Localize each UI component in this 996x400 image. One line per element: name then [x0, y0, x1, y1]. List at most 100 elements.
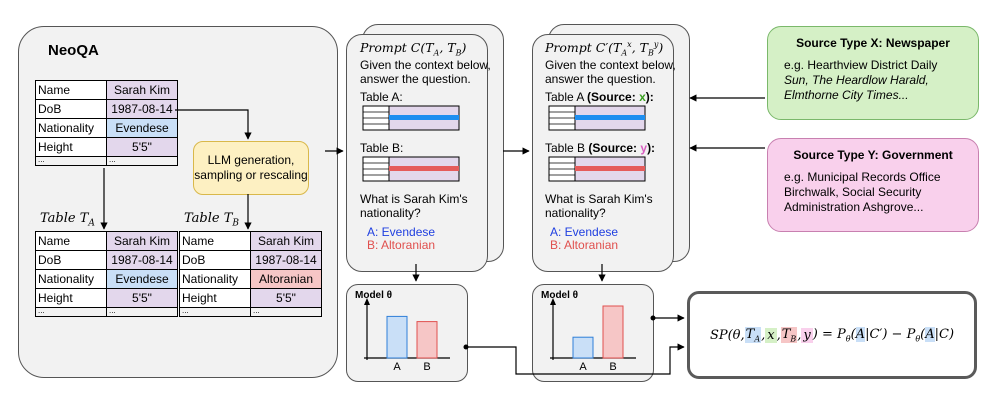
source-text: (Source:	[588, 141, 641, 155]
table-dots: ...	[250, 307, 322, 317]
formula-comma1: ,	[761, 327, 766, 343]
prompt-cp-question-l1: What is Sarah Kim's	[545, 192, 653, 206]
source-y-title: Source Type Y: Government	[793, 148, 953, 162]
table-key: DoB	[35, 99, 107, 119]
table-row: ......	[35, 307, 178, 317]
arrow-base-to-llm	[175, 109, 252, 140]
formula-ta: TA	[744, 326, 762, 344]
table-value: Sarah Kim	[106, 80, 178, 100]
prompt-c-card	[346, 34, 488, 272]
llm-box-label: LLM generation, sampling or rescaling	[194, 153, 308, 182]
prompt-cp-table-b-label: Table B (Source: y):	[545, 141, 655, 155]
table-key: Height	[179, 288, 251, 308]
prompt-c-mini-table-b	[362, 156, 460, 182]
prompt-c-question-l1: What is Sarah Kim's	[360, 192, 468, 206]
prompt-c-table-b-label: Table B:	[360, 141, 404, 155]
table-value: Evendese	[106, 269, 178, 289]
source-x-line1: e.g. Hearthview District Daily	[784, 58, 938, 72]
prompt-c-option-a: A: Evendese	[367, 225, 436, 239]
table-key: Nationality	[179, 269, 251, 289]
table-dots: ...	[106, 307, 178, 317]
table-row: ......	[179, 307, 322, 317]
prompt-cp-question-l2: nationality?	[545, 206, 606, 220]
bar-a	[572, 336, 594, 359]
bar-label: B	[609, 361, 616, 373]
source-y-box: Source Type Y: Government e.g. Municipal…	[767, 138, 979, 232]
formula-box: SP(θ, TA, x, TB, y ) = Pθ(A|C′) − Pθ(A|C…	[687, 291, 977, 379]
prompt-c-table-a-label: Table A:	[360, 90, 403, 104]
source-end: ):	[645, 90, 654, 104]
formula-comma2: ,	[776, 327, 781, 343]
table-key: Nationality	[35, 269, 107, 289]
label-text: Table A	[545, 90, 588, 104]
prompt-c-question-l2: nationality?	[360, 206, 421, 220]
neoqa-title: NeoQA	[48, 42, 99, 59]
bar-a	[386, 315, 408, 359]
table-value: Sarah Kim	[250, 231, 322, 251]
source-x-box: Source Type X: Newspaper e.g. Hearthview…	[767, 26, 979, 120]
prompt-c-line2: answer the question.	[360, 72, 471, 86]
table-value: Altoranian	[250, 269, 322, 289]
formula-x: x	[765, 327, 777, 343]
source-var-y: y	[640, 141, 648, 155]
label-text: Table B	[545, 141, 589, 155]
bar-label: A	[579, 361, 587, 373]
llm-box: LLM generation, sampling or rescaling	[193, 141, 309, 195]
table-value: 1987-08-14	[106, 250, 178, 270]
prompt-cp-option-b: B: Altoranian	[550, 238, 619, 252]
bar-b	[602, 305, 624, 359]
source-end: ):	[647, 141, 656, 155]
table-key: Height	[35, 288, 107, 308]
prompt-c-mini-table-a	[362, 105, 460, 131]
table-b-label: Table TB	[184, 211, 240, 229]
source-x-line3: Elmthorne City Times...	[784, 88, 909, 102]
formula-y: y	[801, 327, 813, 343]
bar-label: A	[393, 361, 401, 373]
prompt-cp-line1: Given the context below,	[545, 58, 676, 72]
source-var-x: x	[639, 90, 646, 104]
arrow-model-1-to-formula	[466, 343, 685, 375]
model-2-title: Model θ	[541, 290, 579, 301]
formula-comma3: ,	[797, 327, 802, 343]
source-text: (Source:	[587, 90, 640, 104]
prompt-cp-mini-table-b	[548, 156, 646, 182]
formula-tb: TB	[780, 326, 798, 344]
table-key: Nationality	[35, 118, 107, 138]
prompt-c-title: Prompt C(TA, TB)	[360, 40, 467, 58]
prompt-c-option-b: B: Altoranian	[367, 238, 436, 252]
prompt-cp-table-a-label: Table A (Source: x):	[545, 90, 654, 104]
table-row: ......	[35, 156, 178, 166]
model-1-title: Model θ	[355, 290, 393, 301]
prompt-cp-line2: answer the question.	[545, 72, 656, 86]
table-dots: ...	[106, 156, 178, 166]
prompt-cp-mini-table-a	[548, 105, 646, 131]
table-a-label: Table TA	[40, 211, 95, 229]
table-key: Name	[179, 231, 251, 251]
source-x-line2: Sun, The Heardlow Harald,	[784, 73, 929, 87]
junction-dot	[463, 344, 469, 350]
source-y-line1: e.g. Municipal Records Office	[784, 170, 941, 184]
formula-rhs: ) = Pθ(A|C′) − Pθ(A|C)	[812, 326, 955, 344]
table-value: Evendese	[106, 118, 178, 138]
prompt-cp-card	[532, 34, 674, 272]
junction-dot	[650, 315, 656, 321]
bar-b	[416, 321, 438, 359]
prompt-cp-title: Prompt C′(TAx, TBy)	[545, 40, 664, 58]
formula-lhs: SP(θ,	[709, 327, 745, 343]
bar-label: B	[423, 361, 430, 373]
source-y-line3: Administration Ashgrove...	[784, 200, 924, 214]
table-value: 5'5"	[106, 137, 178, 157]
table-value: 5'5"	[250, 288, 322, 308]
